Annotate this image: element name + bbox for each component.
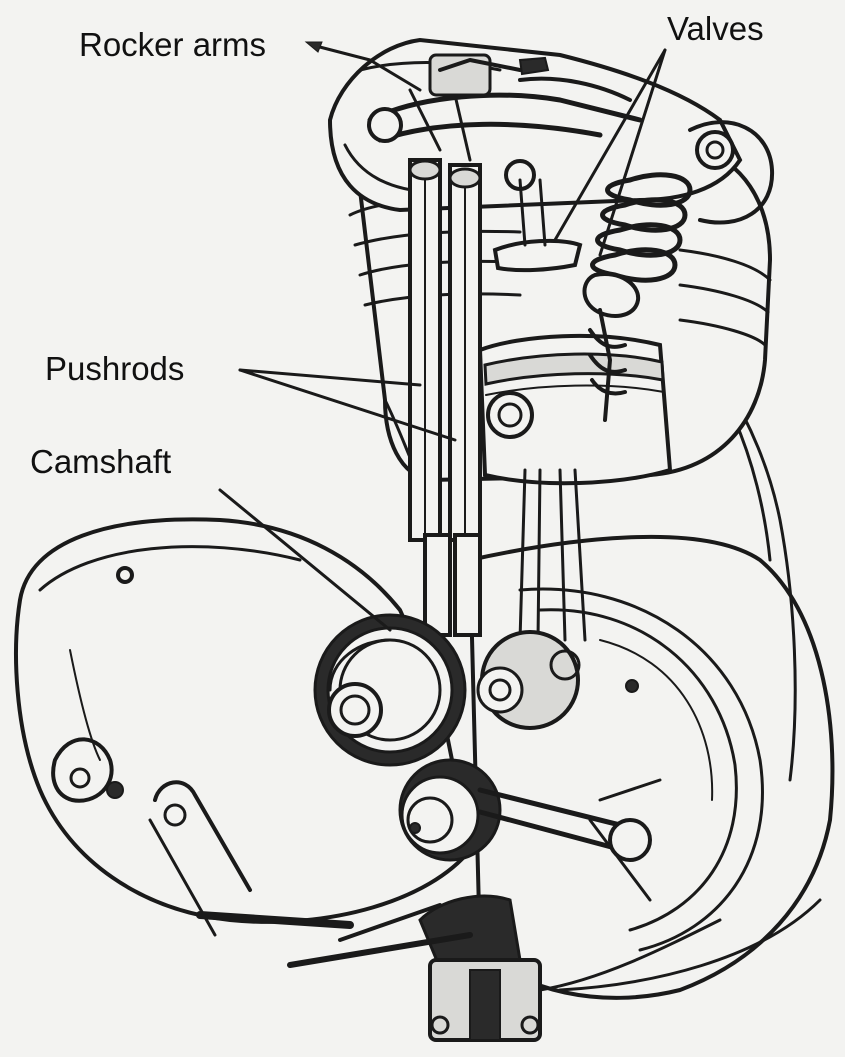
camshaft-gear [315,615,465,765]
piston [480,336,670,483]
valves-label: Valves [667,12,764,45]
pushrods-label: Pushrods [45,352,184,385]
rocker-arms-label: Rocker arms [79,28,266,61]
camshaft-label: Camshaft [30,445,171,478]
